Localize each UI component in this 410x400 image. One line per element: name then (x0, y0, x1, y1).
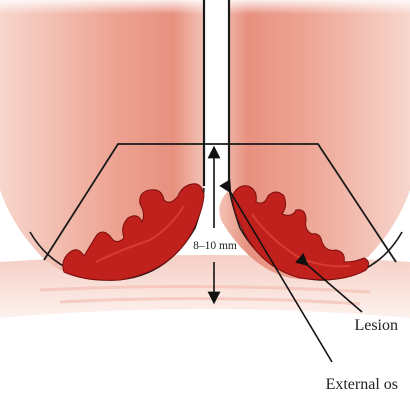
endocervical-canal (204, 0, 229, 188)
lesion-label: Lesion (354, 317, 398, 334)
external-os-label: External os (326, 376, 398, 393)
depth-measurement-label: 8–10 mm (193, 240, 237, 252)
